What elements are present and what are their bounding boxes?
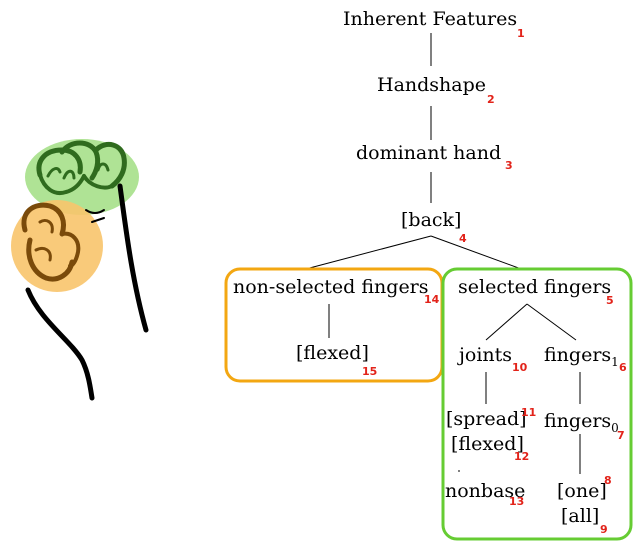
node-back: [back] [401,209,462,231]
node-joints: joints [459,344,513,366]
node-number-1: 1 [517,27,525,40]
node-number-7: 7 [617,429,625,442]
node-number-11: 11 [521,406,537,419]
node-dominant-hand: dominant hand [356,142,502,164]
fingers1-subscript: 1 [611,355,619,369]
node-number-3: 3 [505,159,513,172]
node-number-10: 10 [512,361,528,374]
fingers0-subscript: 0 [611,421,619,435]
node-flexed-joint: [flexed] [451,433,524,455]
node-selected-fingers: selected fingers [458,276,612,298]
node-inherent-features: Inherent Features [343,8,518,30]
node-nonbase: nonbase [445,480,526,502]
node-spread: [spread] [446,408,527,430]
node-all: [all] [561,505,600,527]
node-fingers0: fingers0 [544,410,619,435]
node-number-9: 9 [600,523,608,536]
node-one: [one] [557,480,607,502]
tree-edges [301,33,581,474]
fingers0-text: fingers [544,410,612,432]
hand-sketch-icon [11,139,149,401]
selected-fingers-box [441,267,633,541]
node-number-4: 4 [459,232,467,245]
fingers1-text: fingers [544,344,612,366]
node-number-2: 2 [487,93,495,106]
node-number-14: 14 [424,293,440,306]
node-number-6: 6 [619,361,627,374]
node-number-12: 12 [514,450,530,463]
node-number-5: 5 [606,294,614,307]
node-fingers1: fingers1 [544,344,619,369]
node-number-15: 15 [362,365,378,378]
node-handshape: Handshape [377,74,487,96]
node-number-8: 8 [604,474,612,487]
node-non-selected-fingers: non-selected fingers [233,276,429,298]
node-flexed-nonselected: [flexed] [296,342,369,364]
node-number-13: 13 [509,495,525,508]
